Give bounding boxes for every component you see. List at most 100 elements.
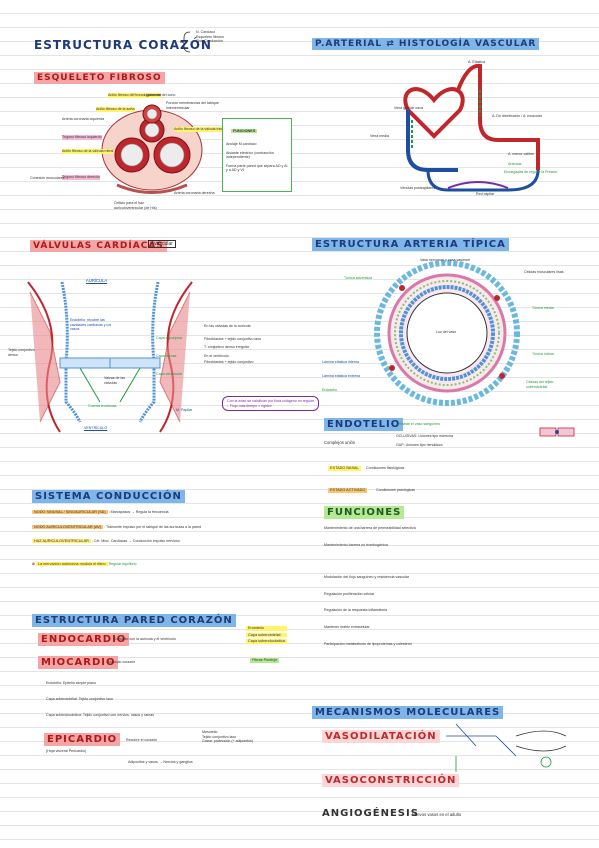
junction-icon	[539, 427, 575, 437]
funcion-item: Regulación proliferación celular	[324, 591, 375, 596]
funcion-item: Modulación del flujo sanguíneo y resiste…	[324, 575, 409, 580]
angiogenesis-desc: Nuevos vasos en el adulto	[412, 812, 462, 817]
subendo-line: Capa subendotelial: Tejido conjuntivo la…	[46, 697, 113, 701]
haz-av: HAZ AURICULOVENTRICULAR	[32, 539, 91, 544]
endo-part: Capa subendotelial	[246, 632, 287, 638]
endo-part: Endotelio	[246, 626, 287, 631]
nodo-sa-desc: : Marcapasos → Regula la frecuencia	[108, 510, 169, 514]
pared-title: ESTRUCTURA PARED CORAZÓN	[32, 614, 236, 627]
label: Vena media	[370, 134, 389, 138]
label: A. Elástica	[468, 60, 485, 64]
complejos-list: OCLUSIVAS: Uniones tipo estrecha GAP: Un…	[396, 434, 453, 447]
label: Células del tejido subendotelial	[526, 380, 554, 389]
label: Túnica media	[532, 306, 554, 310]
estado-basal-desc: Condiciones fisiológicas	[366, 466, 405, 470]
funciones-list: Mantenimiento de una barrera de permeabi…	[324, 526, 584, 646]
calcifica-note: Con la edad se calcifican por flora colá…	[222, 396, 319, 412]
funcion-item: Mantenimiento de una barrera de permeabi…	[324, 526, 416, 530]
label: Células musculares lisas	[524, 270, 564, 274]
artery-cross-section	[374, 260, 520, 406]
circulation-diagram	[403, 63, 540, 192]
endo-parts: Endotelio Capa subendotelial Capa subend…	[246, 626, 287, 644]
valve-diagram	[27, 281, 193, 433]
epi-bottom: Adipocitos y vasos → Nervios y ganglios	[128, 760, 193, 764]
endotelio-subtitle: Reviste el vaso sanguíneo	[398, 422, 441, 426]
endotelio-line: Endotelio: Epitelio simple plano	[46, 681, 96, 685]
note: T. conjuntivo denso irregular	[204, 345, 249, 350]
label: Lámina elástica interna	[322, 360, 359, 364]
nodo-sa: NODO SINUSAL / SINOAURICULAR (SA)	[32, 510, 108, 514]
funcion-item: Anclaje M.cardíaco	[226, 142, 257, 146]
funcion-item: Regulación de la respuesta inflamatoria	[324, 608, 388, 613]
miocardio-desc: Músculo corazón	[108, 660, 136, 664]
label: Encargadas de regular la Presión	[504, 170, 558, 174]
estado-activo-desc: Condiciones patológicas	[376, 488, 415, 492]
capa-esponjosa: Capa esponjosa	[156, 336, 182, 340]
complejos-label: Complejos unión	[324, 440, 356, 445]
conduccion-lines: NODO SINUSAL / SINOAURICULAR (SA) : Marc…	[32, 510, 202, 566]
endocardio-desc: Contacto con la aurícula y el ventrículo	[114, 637, 176, 641]
fibrous-labels: Anillo fibroso del tronco pulmonar Ligam…	[62, 93, 258, 213]
label: A. De distribución / A. muscular	[492, 114, 542, 118]
label: Trígono fibroso derecho	[62, 175, 101, 180]
estructura-item: N. Cardíaco	[196, 30, 216, 34]
note: En las válvulas de la aurícula	[204, 324, 251, 328]
estado-basal: ESTADO BASAL	[328, 466, 361, 471]
tejido-label: Tejido conjuntivo denso	[8, 348, 35, 357]
ventriculo-label: VENTRÍCULO	[84, 426, 108, 430]
label: Trígono fibroso izquierdo	[62, 135, 102, 140]
label: Túnica íntima	[532, 352, 554, 356]
cuerda-label: Cuerda tendinosa	[88, 404, 117, 408]
miocardio-title: MIOCARDIO	[38, 656, 119, 669]
haz-av-desc: : Cél. Mioc. Cardíacas → Conducción impu…	[91, 539, 180, 544]
nodo-av-desc: : Transmite impulso por el tabique de la…	[104, 524, 202, 529]
label: Orificio para el haz auriculoventricular…	[114, 201, 157, 210]
label: Anillo fibroso de la aorta	[96, 107, 135, 112]
funciones-title: FUNCIONES	[324, 506, 405, 519]
estructura-item: Sist. Conducción	[196, 39, 223, 44]
epicardio-desc: Recubre el corazón	[126, 738, 158, 742]
endocardio-title: ENDOCARDIO	[38, 633, 130, 646]
funcion-item: Forma parte pared que separa AD y AI y a…	[226, 163, 288, 173]
label: Ligamento del cono	[144, 93, 176, 97]
complejo-item: GAP: Uniones tipo hendidura	[396, 442, 443, 447]
complejo-item: OCLUSIVAS: Uniones tipo estrecha	[396, 434, 454, 438]
vasoconstriccion-label: VASOCONSTRICCIÓN	[322, 774, 460, 787]
arteria-title: ESTRUCTURA ARTERIA TÍPICA	[312, 238, 509, 251]
estado-activo: ESTADO ACTIVADO	[328, 488, 368, 493]
valve-notes: En las válvulas de la aurícula Fibroblas…	[204, 324, 261, 365]
funcion-item: Mantenimiento barrera no trombogénica	[324, 542, 388, 547]
valvulas-title: VÁLVULAS CARDÍACAS	[30, 240, 167, 252]
note: Con la edad se calcifican por flora colá…	[227, 399, 314, 403]
estructura-corazon-list: N. Cardíaco Esqueleto fibroso Sist. Cond…	[196, 30, 224, 44]
vasodilatacion-label: VASODILATACIÓN	[322, 730, 440, 743]
auricula-label: AURÍCULA	[86, 278, 108, 283]
funcion-item: Mantener matriz extracelular	[324, 624, 370, 629]
label: Túnica adventicia	[344, 276, 372, 280]
funcion-item: Participación metabolismo de lipoproteín…	[324, 641, 412, 646]
capa-fibrosa: Capa fibrosa	[156, 354, 177, 358]
epi-part: Tejido conjuntivo laxo	[202, 734, 237, 739]
label: Endotelio	[322, 388, 337, 392]
estructura-item: Esqueleto fibroso	[196, 34, 224, 39]
capa-ventricular: Capa ventricular	[156, 372, 183, 376]
label: Arteria coronaria derecha	[174, 191, 215, 195]
endotelio-title: ENDOTELIO	[324, 418, 404, 431]
note: ↓ Flujo más tiempo > rigidez	[227, 403, 272, 408]
purkinje-tag: Fibras Purkinje	[250, 658, 280, 663]
label: Arteria coronaria izquierda	[62, 117, 105, 121]
note: Fibroblastos + tejido conjuntivo	[204, 360, 254, 365]
inervacion: La inervación autónoma modula el ritmo	[36, 561, 108, 566]
label: Red capilar	[476, 192, 495, 196]
epi-parts: Mesotelio Tejido conjuntivo laxo Grasa: …	[202, 730, 253, 744]
epicardio-title: EPICARDIO	[44, 733, 121, 746]
p-arterial-title: P.ARTERIAL ⇄ HISTOLOGÍA VASCULAR	[312, 38, 540, 50]
label: Vena grande cava	[394, 106, 423, 110]
estructura-corazon-title: ESTRUCTURA CORAZÓN	[34, 38, 212, 52]
note: Fibroblastos + tejido conjuntivo laxo	[204, 336, 262, 341]
conduccion-title: SISTEMA CONDUCCIÓN	[32, 490, 185, 503]
label: Anillo fibroso del tronco pulmonar	[108, 93, 162, 98]
funciones-box: FUNCIONES Anclaje M.cardíaco Aislante el…	[222, 118, 292, 192]
funciones-title: FUNCIONES	[231, 129, 258, 133]
